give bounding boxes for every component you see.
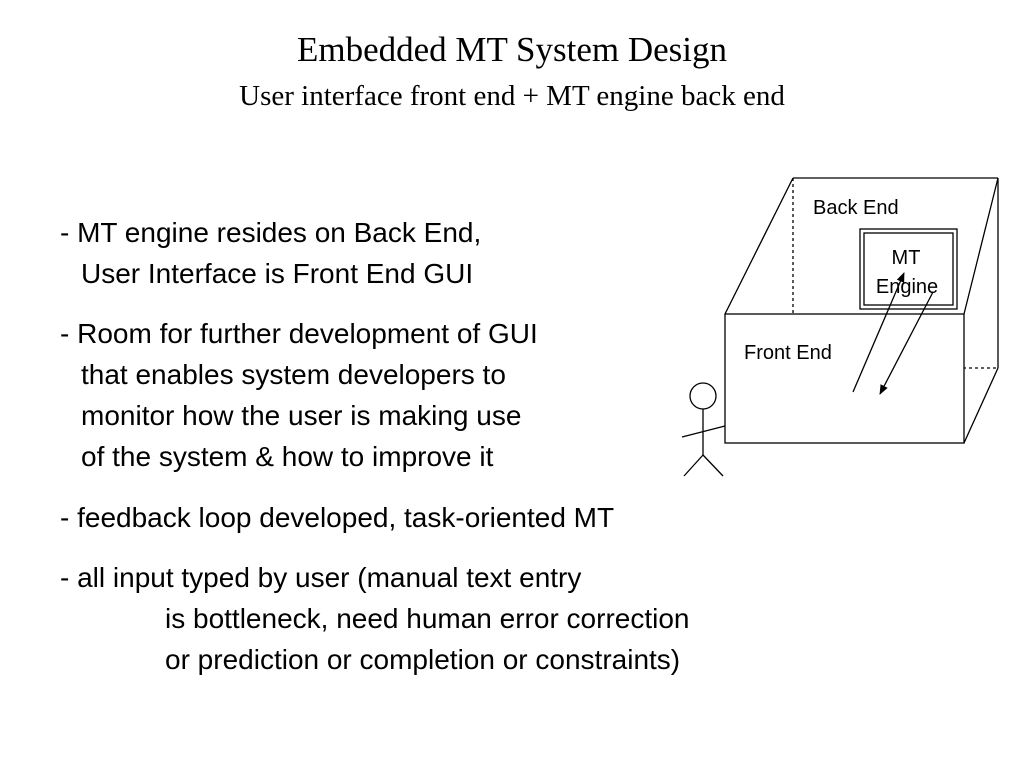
front-end-box <box>724 313 965 444</box>
back-end-box <box>792 177 999 369</box>
slide-subtitle: User interface front end + MT engine bac… <box>239 80 785 112</box>
user-figure-icon <box>681 382 726 477</box>
mt-engine-label: Engine <box>876 276 938 298</box>
bullet-line: is bottleneck, need human error correcti… <box>165 603 690 634</box>
bullet-line: - Room for further development of GUI <box>60 318 538 349</box>
mt-engine-box <box>859 228 958 310</box>
mt-engine-label: MT <box>892 247 921 269</box>
slide-title: Embedded MT System Design <box>296 30 727 69</box>
arrow-up <box>852 272 905 393</box>
bullet-line: User Interface is Front End GUI <box>81 258 474 289</box>
bullet-line: or prediction or completion or constrain… <box>165 644 681 675</box>
bullet-list: - MT engine resides on Back End, User In… <box>60 212 820 680</box>
front-end-label: Front End <box>744 342 832 364</box>
bullet-item: - feedback loop developed, task-oriented… <box>60 497 820 538</box>
bullet-line: - all input typed by user (manual text e… <box>60 562 582 593</box>
perspective-edges <box>724 177 999 444</box>
bullet-item: - MT engine resides on Back End, User In… <box>60 212 820 294</box>
bullet-line: monitor how the user is making use <box>81 400 522 431</box>
bullet-item: - all input typed by user (manual text e… <box>60 557 820 680</box>
back-end-label: Back End <box>813 197 899 219</box>
bullet-line: - feedback loop developed, task-oriented… <box>60 502 615 533</box>
arrow-down <box>879 291 934 395</box>
bullet-line: that enables system developers to <box>81 359 506 390</box>
bullet-line: - MT engine resides on Back End, <box>60 217 482 248</box>
bullet-line: of the system & how to improve it <box>81 441 494 472</box>
bullet-item: - Room for further development of GUI th… <box>60 313 820 477</box>
